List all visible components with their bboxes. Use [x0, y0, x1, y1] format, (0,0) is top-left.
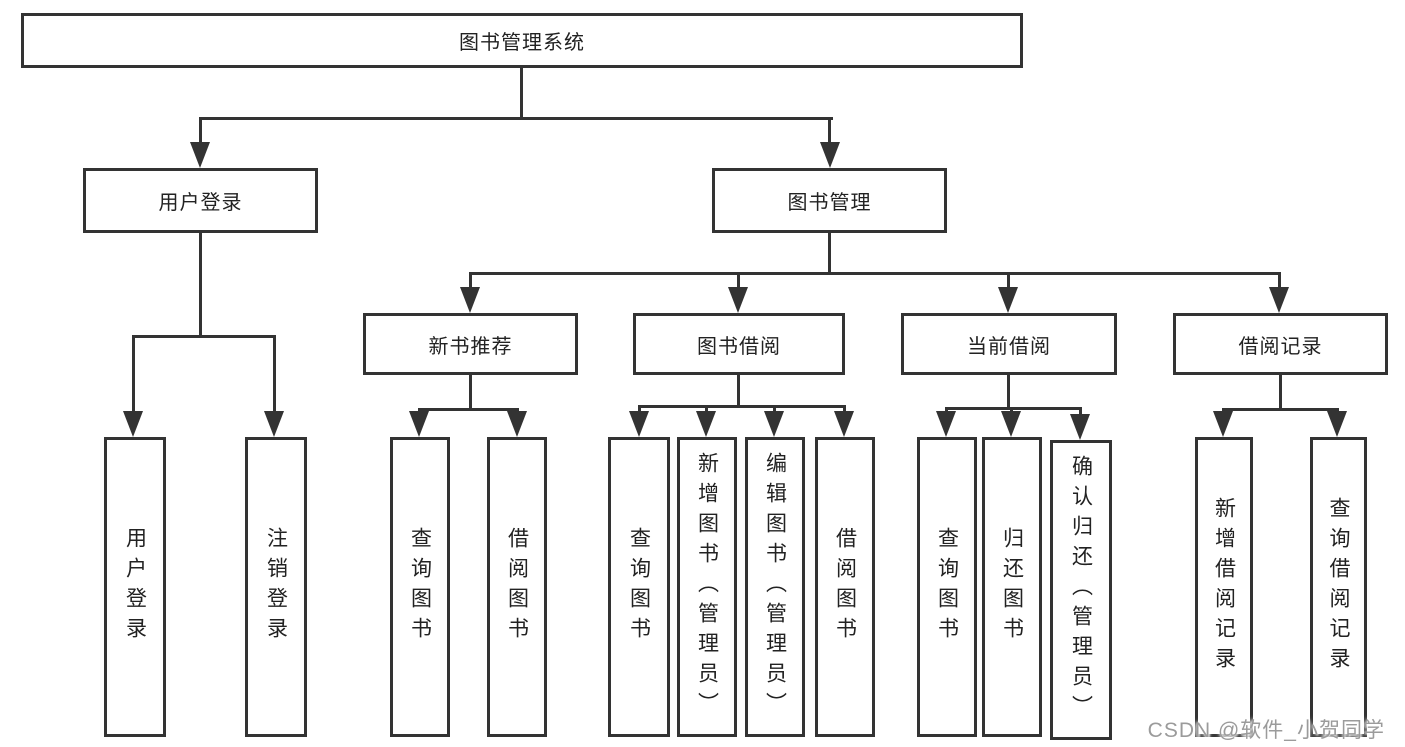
node-borrow-books-borrowing: 借阅图书 — [815, 437, 875, 737]
connector-line — [132, 335, 135, 411]
arrow-down-icon — [834, 411, 854, 437]
node-label: 新增图书（管理员） — [695, 452, 719, 722]
connector-line — [1278, 272, 1281, 289]
node-query-borrow-record: 查询借阅记录 — [1310, 437, 1367, 737]
connector-line — [945, 407, 1082, 410]
node-borrowing-records: 借阅记录 — [1173, 313, 1388, 375]
node-label: 注销登录 — [264, 527, 288, 647]
node-leaf-logout: 注销登录 — [245, 437, 307, 737]
arrow-down-icon — [507, 411, 527, 437]
connector-line — [638, 405, 846, 408]
node-add-borrow-record: 新增借阅记录 — [1195, 437, 1253, 737]
arrow-down-icon — [936, 411, 956, 437]
node-borrow-books-recommend: 借阅图书 — [487, 437, 547, 737]
connector-line — [273, 335, 276, 411]
node-leaf-user-login: 用户登录 — [104, 437, 166, 737]
connector-line — [132, 335, 276, 338]
arrow-down-icon — [1001, 411, 1021, 437]
arrow-down-icon — [409, 411, 429, 437]
node-label: 查询借阅记录 — [1327, 497, 1350, 677]
connector-line — [638, 405, 641, 415]
connector-line — [737, 375, 740, 407]
arrow-down-icon — [1269, 287, 1289, 313]
node-current-borrowing: 当前借阅 — [901, 313, 1117, 375]
node-query-books-borrowing: 查询图书 — [608, 437, 670, 737]
node-label: 归还图书 — [1000, 527, 1024, 647]
connector-line — [828, 117, 831, 142]
node-label: 借阅图书 — [505, 527, 529, 647]
arrow-down-icon — [1327, 411, 1347, 437]
node-label: 查询图书 — [935, 527, 959, 647]
node-label: 确认归还（管理员） — [1069, 455, 1093, 725]
node-label: 当前借阅 — [967, 335, 1051, 358]
arrow-down-icon — [728, 287, 748, 313]
arrow-down-icon — [123, 411, 143, 437]
arrow-down-icon — [264, 411, 284, 437]
connector-line — [737, 272, 740, 289]
arrow-down-icon — [1070, 414, 1090, 440]
node-label: 图书借阅 — [697, 335, 781, 358]
connector-line — [1222, 408, 1339, 411]
arrow-down-icon — [1213, 411, 1233, 437]
arrow-down-icon — [629, 411, 649, 437]
arrow-down-icon — [190, 142, 210, 168]
node-label: 新增借阅记录 — [1212, 497, 1236, 677]
arrow-down-icon — [696, 411, 716, 437]
node-return-books: 归还图书 — [982, 437, 1042, 737]
connector-line — [418, 408, 519, 411]
node-query-books-current: 查询图书 — [917, 437, 977, 737]
node-label: 查询图书 — [408, 527, 432, 647]
connector-line — [1079, 407, 1082, 418]
connector-line — [705, 405, 708, 415]
node-book-borrowing: 图书借阅 — [633, 313, 845, 375]
node-label: 借阅图书 — [833, 527, 857, 647]
node-label: 用户登录 — [158, 192, 243, 214]
node-query-books-recommend: 查询图书 — [390, 437, 450, 737]
node-book-management: 图书管理 — [712, 168, 947, 233]
arrow-down-icon — [460, 287, 480, 313]
node-label: 借阅记录 — [1238, 335, 1323, 358]
node-edit-books-admin: 编辑图书（管理员） — [745, 437, 805, 737]
connector-line — [199, 117, 202, 142]
arrow-down-icon — [820, 142, 840, 168]
node-user-login: 用户登录 — [83, 168, 318, 233]
node-label: 新书推荐 — [428, 335, 513, 358]
connector-line — [1279, 375, 1282, 410]
connector-line — [469, 272, 472, 289]
node-add-books-admin: 新增图书（管理员） — [677, 437, 737, 737]
connector-line — [199, 117, 833, 120]
node-label: 图书管理系统 — [459, 32, 585, 54]
node-label: 编辑图书（管理员） — [763, 452, 787, 722]
node-label: 查询图书 — [627, 527, 651, 647]
csdn-watermark: CSDN @软件_小贺同学 — [1147, 719, 1385, 742]
node-library-system: 图书管理系统 — [21, 13, 1023, 68]
node-label: 图书管理 — [787, 192, 872, 214]
connector-line — [520, 68, 523, 120]
node-confirm-return-admin: 确认归还（管理员） — [1050, 440, 1112, 740]
connector-line — [469, 272, 1281, 275]
connector-line — [1007, 272, 1010, 289]
connector-line — [828, 233, 831, 275]
connector-line — [469, 375, 472, 411]
connector-line — [843, 405, 846, 415]
connector-line — [199, 233, 202, 338]
arrow-down-icon — [998, 287, 1018, 313]
node-label: 用户登录 — [123, 527, 147, 647]
node-new-book-recommend: 新书推荐 — [363, 313, 578, 375]
connector-line — [773, 405, 776, 415]
arrow-down-icon — [764, 411, 784, 437]
connector-line — [1007, 375, 1010, 409]
